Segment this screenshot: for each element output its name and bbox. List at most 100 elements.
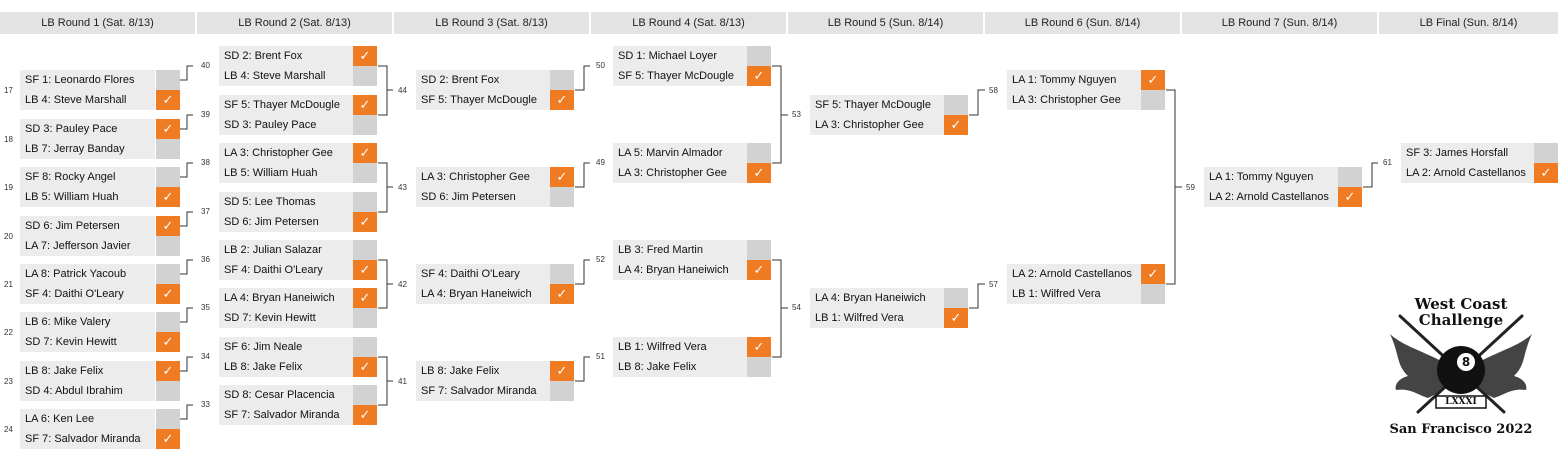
winner-checkbox[interactable]	[747, 357, 771, 377]
player-slot[interactable]: LB 8: Jake Felix	[613, 357, 748, 377]
winner-checkbox[interactable]	[156, 139, 180, 159]
player-slot[interactable]: SD 2: Brent Fox	[416, 70, 551, 90]
winner-check-icon[interactable]: ✓	[353, 46, 377, 66]
player-slot[interactable]: LA 4: Bryan Haneiwich	[810, 288, 945, 308]
player-slot[interactable]: SD 6: Jim Petersen	[20, 216, 155, 236]
winner-checkbox[interactable]	[353, 385, 377, 405]
winner-checkbox[interactable]	[1141, 284, 1165, 304]
player-slot[interactable]: LA 3: Christopher Gee	[1007, 90, 1142, 110]
winner-checkbox[interactable]	[550, 187, 574, 207]
player-slot[interactable]: LB 6: Mike Valery	[20, 312, 155, 332]
winner-check-icon[interactable]: ✓	[156, 187, 180, 207]
player-slot[interactable]: SF 1: Leonardo Flores	[20, 70, 155, 90]
player-slot[interactable]: SD 1: Michael Loyer	[613, 46, 748, 66]
player-slot[interactable]: LA 7: Jefferson Javier	[20, 236, 155, 256]
winner-check-icon[interactable]: ✓	[747, 66, 771, 86]
winner-check-icon[interactable]: ✓	[353, 405, 377, 425]
player-slot[interactable]: LB 1: Wilfred Vera	[1007, 284, 1142, 304]
player-slot[interactable]: LA 3: Christopher Gee	[219, 143, 354, 163]
player-slot[interactable]: SF 5: Thayer McDougle	[810, 95, 945, 115]
player-slot[interactable]: SF 7: Salvador Miranda	[219, 405, 354, 425]
player-slot[interactable]: LA 4: Bryan Haneiwich	[613, 260, 748, 280]
player-slot[interactable]: LB 5: William Huah	[20, 187, 155, 207]
player-slot[interactable]: LA 1: Tommy Nguyen	[1007, 70, 1142, 90]
player-slot[interactable]: LA 4: Bryan Haneiwich	[416, 284, 551, 304]
player-slot[interactable]: LA 2: Arnold Castellanos	[1204, 187, 1339, 207]
winner-checkbox[interactable]	[550, 264, 574, 284]
winner-check-icon[interactable]: ✓	[1141, 264, 1165, 284]
winner-check-icon[interactable]: ✓	[156, 90, 180, 110]
winner-check-icon[interactable]: ✓	[747, 337, 771, 357]
winner-checkbox[interactable]	[747, 46, 771, 66]
player-slot[interactable]: SD 7: Kevin Hewitt	[20, 332, 155, 352]
player-slot[interactable]: LA 3: Christopher Gee	[613, 163, 748, 183]
winner-check-icon[interactable]: ✓	[353, 95, 377, 115]
player-slot[interactable]: SD 5: Lee Thomas	[219, 192, 354, 212]
player-slot[interactable]: LB 7: Jerray Banday	[20, 139, 155, 159]
player-slot[interactable]: LA 3: Christopher Gee	[810, 115, 945, 135]
winner-checkbox[interactable]	[1338, 167, 1362, 187]
winner-checkbox[interactable]	[353, 163, 377, 183]
player-slot[interactable]: SF 6: Jim Neale	[219, 337, 354, 357]
winner-checkbox[interactable]	[156, 264, 180, 284]
player-slot[interactable]: SD 6: Jim Petersen	[219, 212, 354, 232]
player-slot[interactable]: LA 4: Bryan Haneiwich	[219, 288, 354, 308]
player-slot[interactable]: SD 3: Pauley Pace	[219, 115, 354, 135]
winner-checkbox[interactable]	[353, 308, 377, 328]
winner-checkbox[interactable]	[156, 236, 180, 256]
winner-checkbox[interactable]	[550, 70, 574, 90]
player-slot[interactable]: SF 4: Daithi O'Leary	[219, 260, 354, 280]
winner-checkbox[interactable]	[156, 381, 180, 401]
player-slot[interactable]: LB 3: Fred Martin	[613, 240, 748, 260]
player-slot[interactable]: LA 3: Christopher Gee	[416, 167, 551, 187]
player-slot[interactable]: SF 4: Daithi O'Leary	[416, 264, 551, 284]
winner-check-icon[interactable]: ✓	[747, 163, 771, 183]
winner-check-icon[interactable]: ✓	[353, 288, 377, 308]
winner-checkbox[interactable]	[156, 409, 180, 429]
winner-check-icon[interactable]: ✓	[550, 284, 574, 304]
winner-check-icon[interactable]: ✓	[550, 167, 574, 187]
winner-check-icon[interactable]: ✓	[353, 357, 377, 377]
player-slot[interactable]: SD 3: Pauley Pace	[20, 119, 155, 139]
winner-checkbox[interactable]	[747, 240, 771, 260]
player-slot[interactable]: SD 8: Cesar Placencia	[219, 385, 354, 405]
player-slot[interactable]: SD 7: Kevin Hewitt	[219, 308, 354, 328]
player-slot[interactable]: LB 8: Jake Felix	[416, 361, 551, 381]
winner-checkbox[interactable]	[353, 66, 377, 86]
player-slot[interactable]: SF 5: Thayer McDougle	[416, 90, 551, 110]
winner-check-icon[interactable]: ✓	[353, 260, 377, 280]
winner-check-icon[interactable]: ✓	[156, 119, 180, 139]
player-slot[interactable]: LA 2: Arnold Castellanos	[1401, 163, 1536, 183]
winner-check-icon[interactable]: ✓	[156, 332, 180, 352]
winner-checkbox[interactable]	[747, 143, 771, 163]
player-slot[interactable]: LA 6: Ken Lee	[20, 409, 155, 429]
player-slot[interactable]: SF 7: Salvador Miranda	[20, 429, 155, 449]
player-slot[interactable]: SD 2: Brent Fox	[219, 46, 354, 66]
player-slot[interactable]: LB 8: Jake Felix	[219, 357, 354, 377]
winner-check-icon[interactable]: ✓	[944, 115, 968, 135]
winner-checkbox[interactable]	[1534, 143, 1558, 163]
player-slot[interactable]: SF 5: Thayer McDougle	[613, 66, 748, 86]
player-slot[interactable]: SD 4: Abdul Ibrahim	[20, 381, 155, 401]
winner-check-icon[interactable]: ✓	[550, 90, 574, 110]
player-slot[interactable]: SF 5: Thayer McDougle	[219, 95, 354, 115]
winner-checkbox[interactable]	[1141, 90, 1165, 110]
winner-checkbox[interactable]	[156, 167, 180, 187]
player-slot[interactable]: LB 4: Steve Marshall	[20, 90, 155, 110]
player-slot[interactable]: LB 2: Julian Salazar	[219, 240, 354, 260]
winner-checkbox[interactable]	[353, 240, 377, 260]
player-slot[interactable]: LA 1: Tommy Nguyen	[1204, 167, 1339, 187]
player-slot[interactable]: LB 5: William Huah	[219, 163, 354, 183]
winner-check-icon[interactable]: ✓	[944, 308, 968, 328]
winner-check-icon[interactable]: ✓	[156, 361, 180, 381]
winner-checkbox[interactable]	[944, 95, 968, 115]
winner-checkbox[interactable]	[353, 115, 377, 135]
player-slot[interactable]: LB 1: Wilfred Vera	[810, 308, 945, 328]
winner-checkbox[interactable]	[944, 288, 968, 308]
player-slot[interactable]: LB 1: Wilfred Vera	[613, 337, 748, 357]
player-slot[interactable]: SF 7: Salvador Miranda	[416, 381, 551, 401]
player-slot[interactable]: LA 2: Arnold Castellanos	[1007, 264, 1142, 284]
winner-check-icon[interactable]: ✓	[1141, 70, 1165, 90]
player-slot[interactable]: SF 4: Daithi O'Leary	[20, 284, 155, 304]
winner-check-icon[interactable]: ✓	[1534, 163, 1558, 183]
